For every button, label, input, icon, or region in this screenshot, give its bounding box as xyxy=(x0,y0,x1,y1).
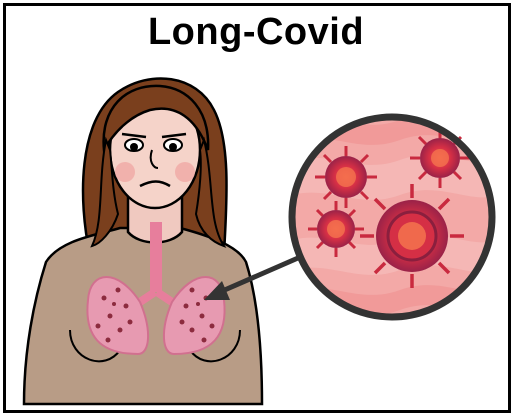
virus-icon xyxy=(315,146,377,208)
magnifier-circle xyxy=(292,115,500,317)
virus-icon xyxy=(410,128,470,188)
woman-illustration xyxy=(24,78,262,404)
